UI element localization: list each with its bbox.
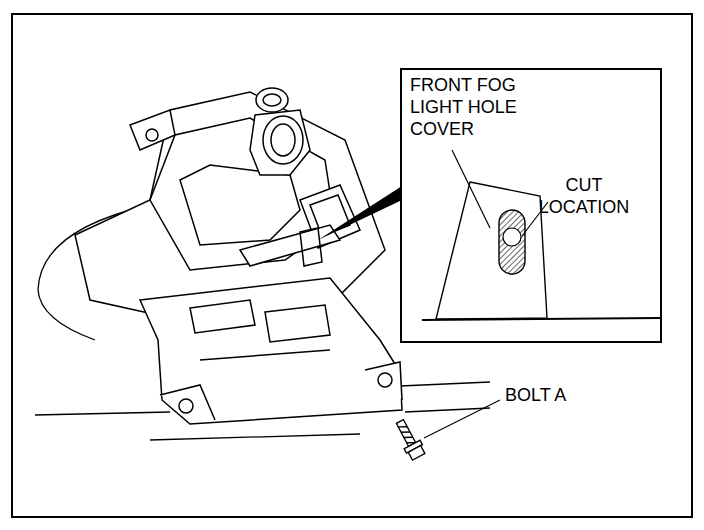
leader-line [424,400,500,438]
cut-note: CUT LOCATION [518,174,650,218]
detail-pointer [318,186,402,240]
inset-frame: FRONT FOG LIGHT HOLE COVER CUT LOCATION [400,68,662,343]
fog-light [75,88,385,320]
bolt [392,417,427,461]
inset-detail [422,150,660,320]
part-name: FRONT FOG LIGHT HOLE COVER [410,74,544,140]
frame [12,14,692,517]
bracket [140,225,402,424]
part-label: BOLT A [505,384,566,406]
